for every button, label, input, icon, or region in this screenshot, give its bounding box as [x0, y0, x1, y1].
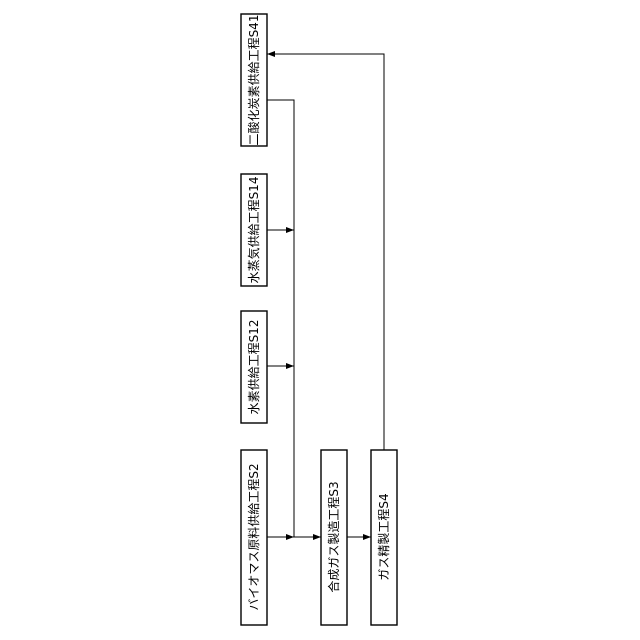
connector-s41-bus — [267, 100, 294, 537]
step-label-s41: 二酸化炭素供給工程S41 — [246, 15, 261, 146]
step-label-s14: 水蒸気供給工程S14 — [246, 177, 261, 284]
step-label-s2: バイオマス原料供給工程S2 — [246, 463, 261, 610]
step-label-s12: 水素供給工程S12 — [246, 320, 261, 415]
arrow-s4-to-s41 — [267, 54, 384, 450]
step-label-s3: 合成ガス製造工程S3 — [326, 481, 341, 592]
step-label-s4: ガス精製工程S4 — [376, 493, 391, 580]
